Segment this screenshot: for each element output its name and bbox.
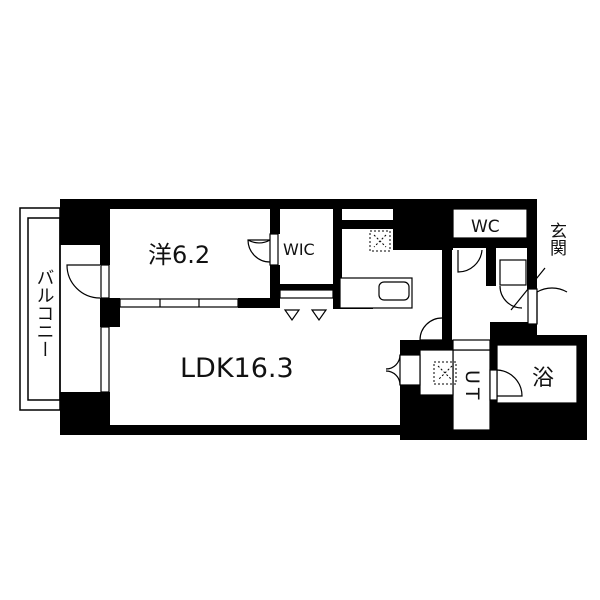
room-label-wic: WIC	[283, 240, 315, 259]
door-swings	[66, 239, 568, 397]
openings	[100, 208, 578, 431]
sliding-window	[119, 298, 239, 308]
vent-icons	[369, 230, 457, 385]
room-label-wc: WC	[471, 217, 500, 237]
balcony	[19, 207, 61, 411]
closet-markers	[283, 309, 328, 322]
window	[100, 326, 110, 393]
room-label-entrance: 玄関	[546, 222, 566, 256]
room-label-utility: UT	[461, 370, 483, 404]
room-label-ldk: LDK16.3	[180, 353, 294, 384]
room-label-balcony: バルコニー	[34, 268, 55, 358]
room-label-bedroom: 洋6.2	[148, 241, 210, 269]
sink-icon	[378, 281, 410, 301]
room-label-bath: 浴	[532, 366, 554, 391]
